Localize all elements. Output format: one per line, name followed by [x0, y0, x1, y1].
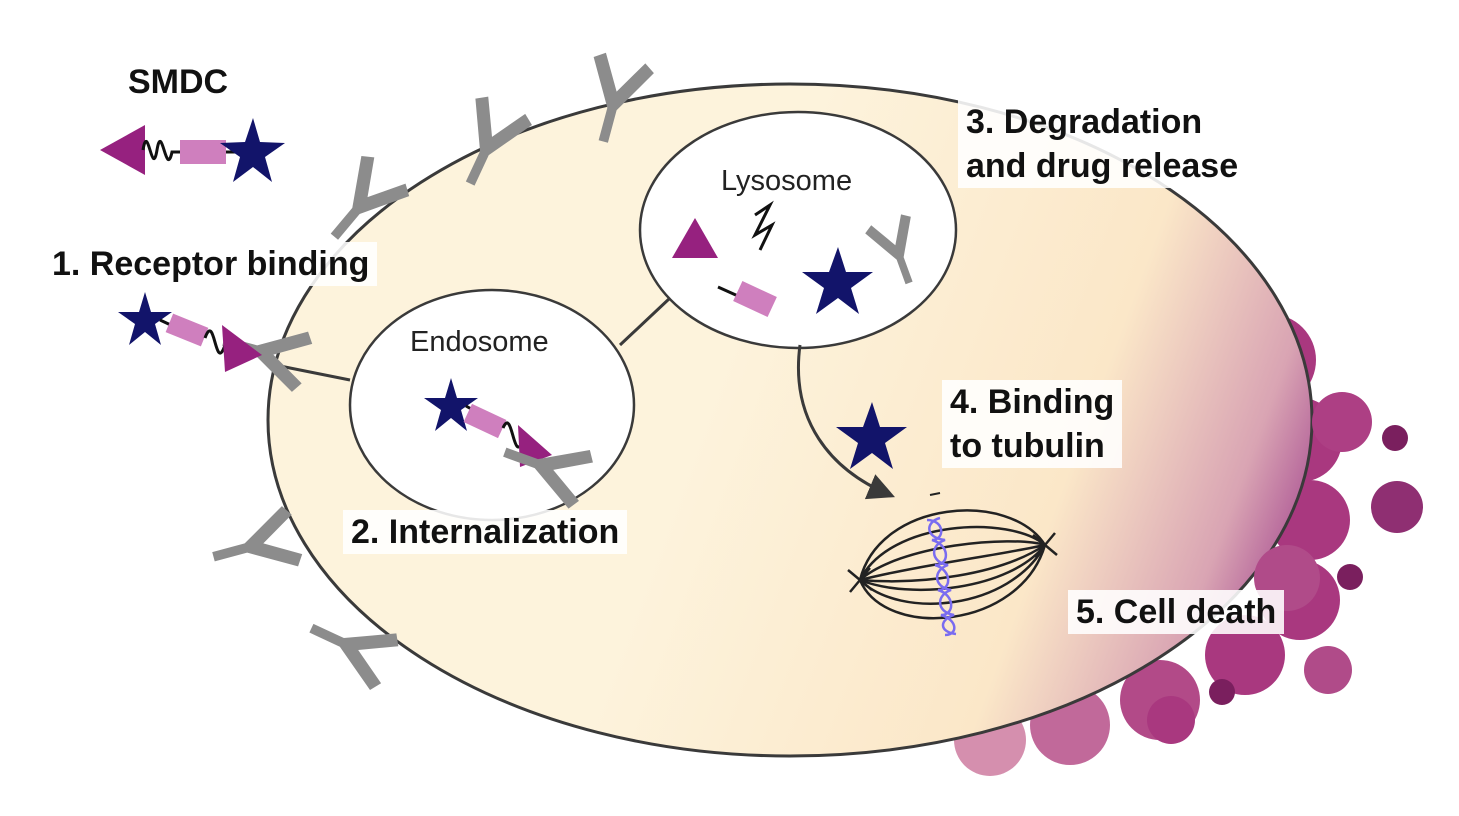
step1-receptor-binding-label: 1. Receptor binding — [44, 242, 378, 286]
drug-star-icon — [118, 292, 172, 345]
step2-internalization-label: 2. Internalization — [343, 510, 628, 554]
step4-line2: to tubulin — [950, 427, 1105, 465]
endosome-label: Endosome — [410, 326, 549, 358]
endosome — [348, 288, 672, 522]
step4-tubulin-binding-label: 4. Binding to tubulin — [942, 380, 1123, 468]
smdc-title: SMDC — [128, 63, 229, 101]
lysosome-label: Lysosome — [721, 165, 853, 197]
step3-degradation-label: 3. Degradation and drug release — [958, 100, 1247, 188]
drug-star-icon — [424, 378, 478, 431]
step3-line1: 3. Degradation — [966, 103, 1203, 141]
mitotic-spindle — [847, 492, 1058, 620]
smdc-molecule-legend — [100, 118, 285, 182]
step4-line1: 4. Binding — [950, 383, 1115, 421]
apoptotic-bodies — [1147, 392, 1423, 744]
drug-star-icon — [220, 118, 285, 182]
cell-membrane — [266, 82, 1314, 758]
tubulin-chromosomes — [926, 516, 957, 637]
receptor-bound-smdc — [118, 292, 351, 394]
step3-line2: and drug release — [966, 147, 1239, 185]
drug-release-arrow — [797, 344, 895, 500]
step5-cell-death-label: 5. Cell death — [1068, 590, 1285, 634]
drug-star-icon — [836, 402, 907, 469]
drug-star-icon — [802, 247, 873, 314]
lysosome — [638, 110, 958, 350]
